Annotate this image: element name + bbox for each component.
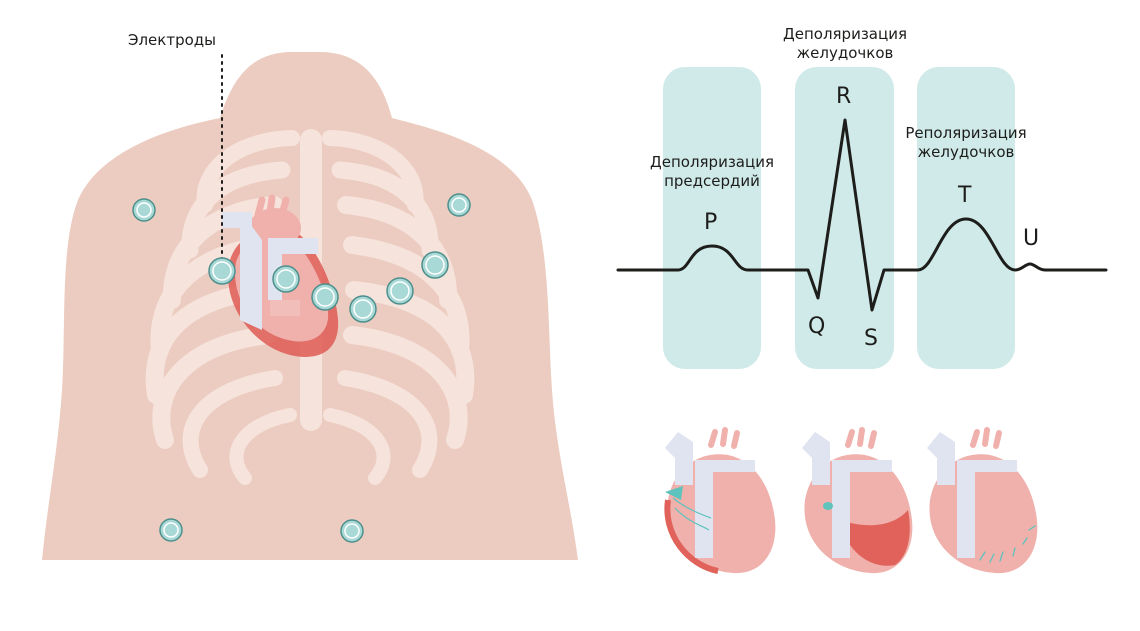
ecg-waveform: [616, 118, 1108, 312]
electrode-icon: [132, 198, 156, 222]
wave-r-label: R: [836, 84, 852, 109]
electrode-icon: [447, 193, 471, 217]
heart-cross-section-icon: [664, 427, 776, 574]
wave-q-label: Q: [808, 314, 826, 339]
electrode-icon: [272, 265, 300, 293]
heart-cross-section-icon: [927, 427, 1038, 574]
ventricular-repolarization-label: Реполяризация желудочков: [896, 124, 1036, 162]
wave-u-label: U: [1023, 226, 1040, 251]
electrode-icon: [159, 518, 183, 542]
ventricular-repolarization-line-1: Реполяризация: [905, 124, 1027, 142]
ventricular-depolarization-line-1: Деполяризация: [783, 25, 907, 43]
electrode-icon: [208, 257, 236, 285]
atrial-depolarization-band: [663, 67, 761, 369]
ventricular-depolarization-label: Деполяризация желудочков: [775, 25, 915, 63]
electrode-icon: [386, 277, 414, 305]
wave-s-label: S: [864, 326, 878, 351]
atrial-depolarization-line-2: предсердий: [664, 172, 760, 190]
electrode-icon: [340, 519, 364, 543]
electrodes-label: Электроды: [128, 31, 217, 49]
electrode-icon: [311, 283, 339, 311]
ventricular-depolarization-line-2: желудочков: [796, 44, 894, 62]
atrial-depolarization-line-1: Деполяризация: [650, 153, 774, 171]
wave-t-label: T: [958, 183, 972, 208]
electrode-icon: [421, 251, 449, 279]
electrode-icon: [349, 295, 377, 323]
atrial-depolarization-label: Деполяризация предсердий: [642, 153, 782, 191]
heart-cross-section-icon: [802, 427, 913, 574]
ventricular-repolarization-line-2: желудочков: [917, 143, 1015, 161]
wave-p-label: P: [704, 210, 718, 235]
